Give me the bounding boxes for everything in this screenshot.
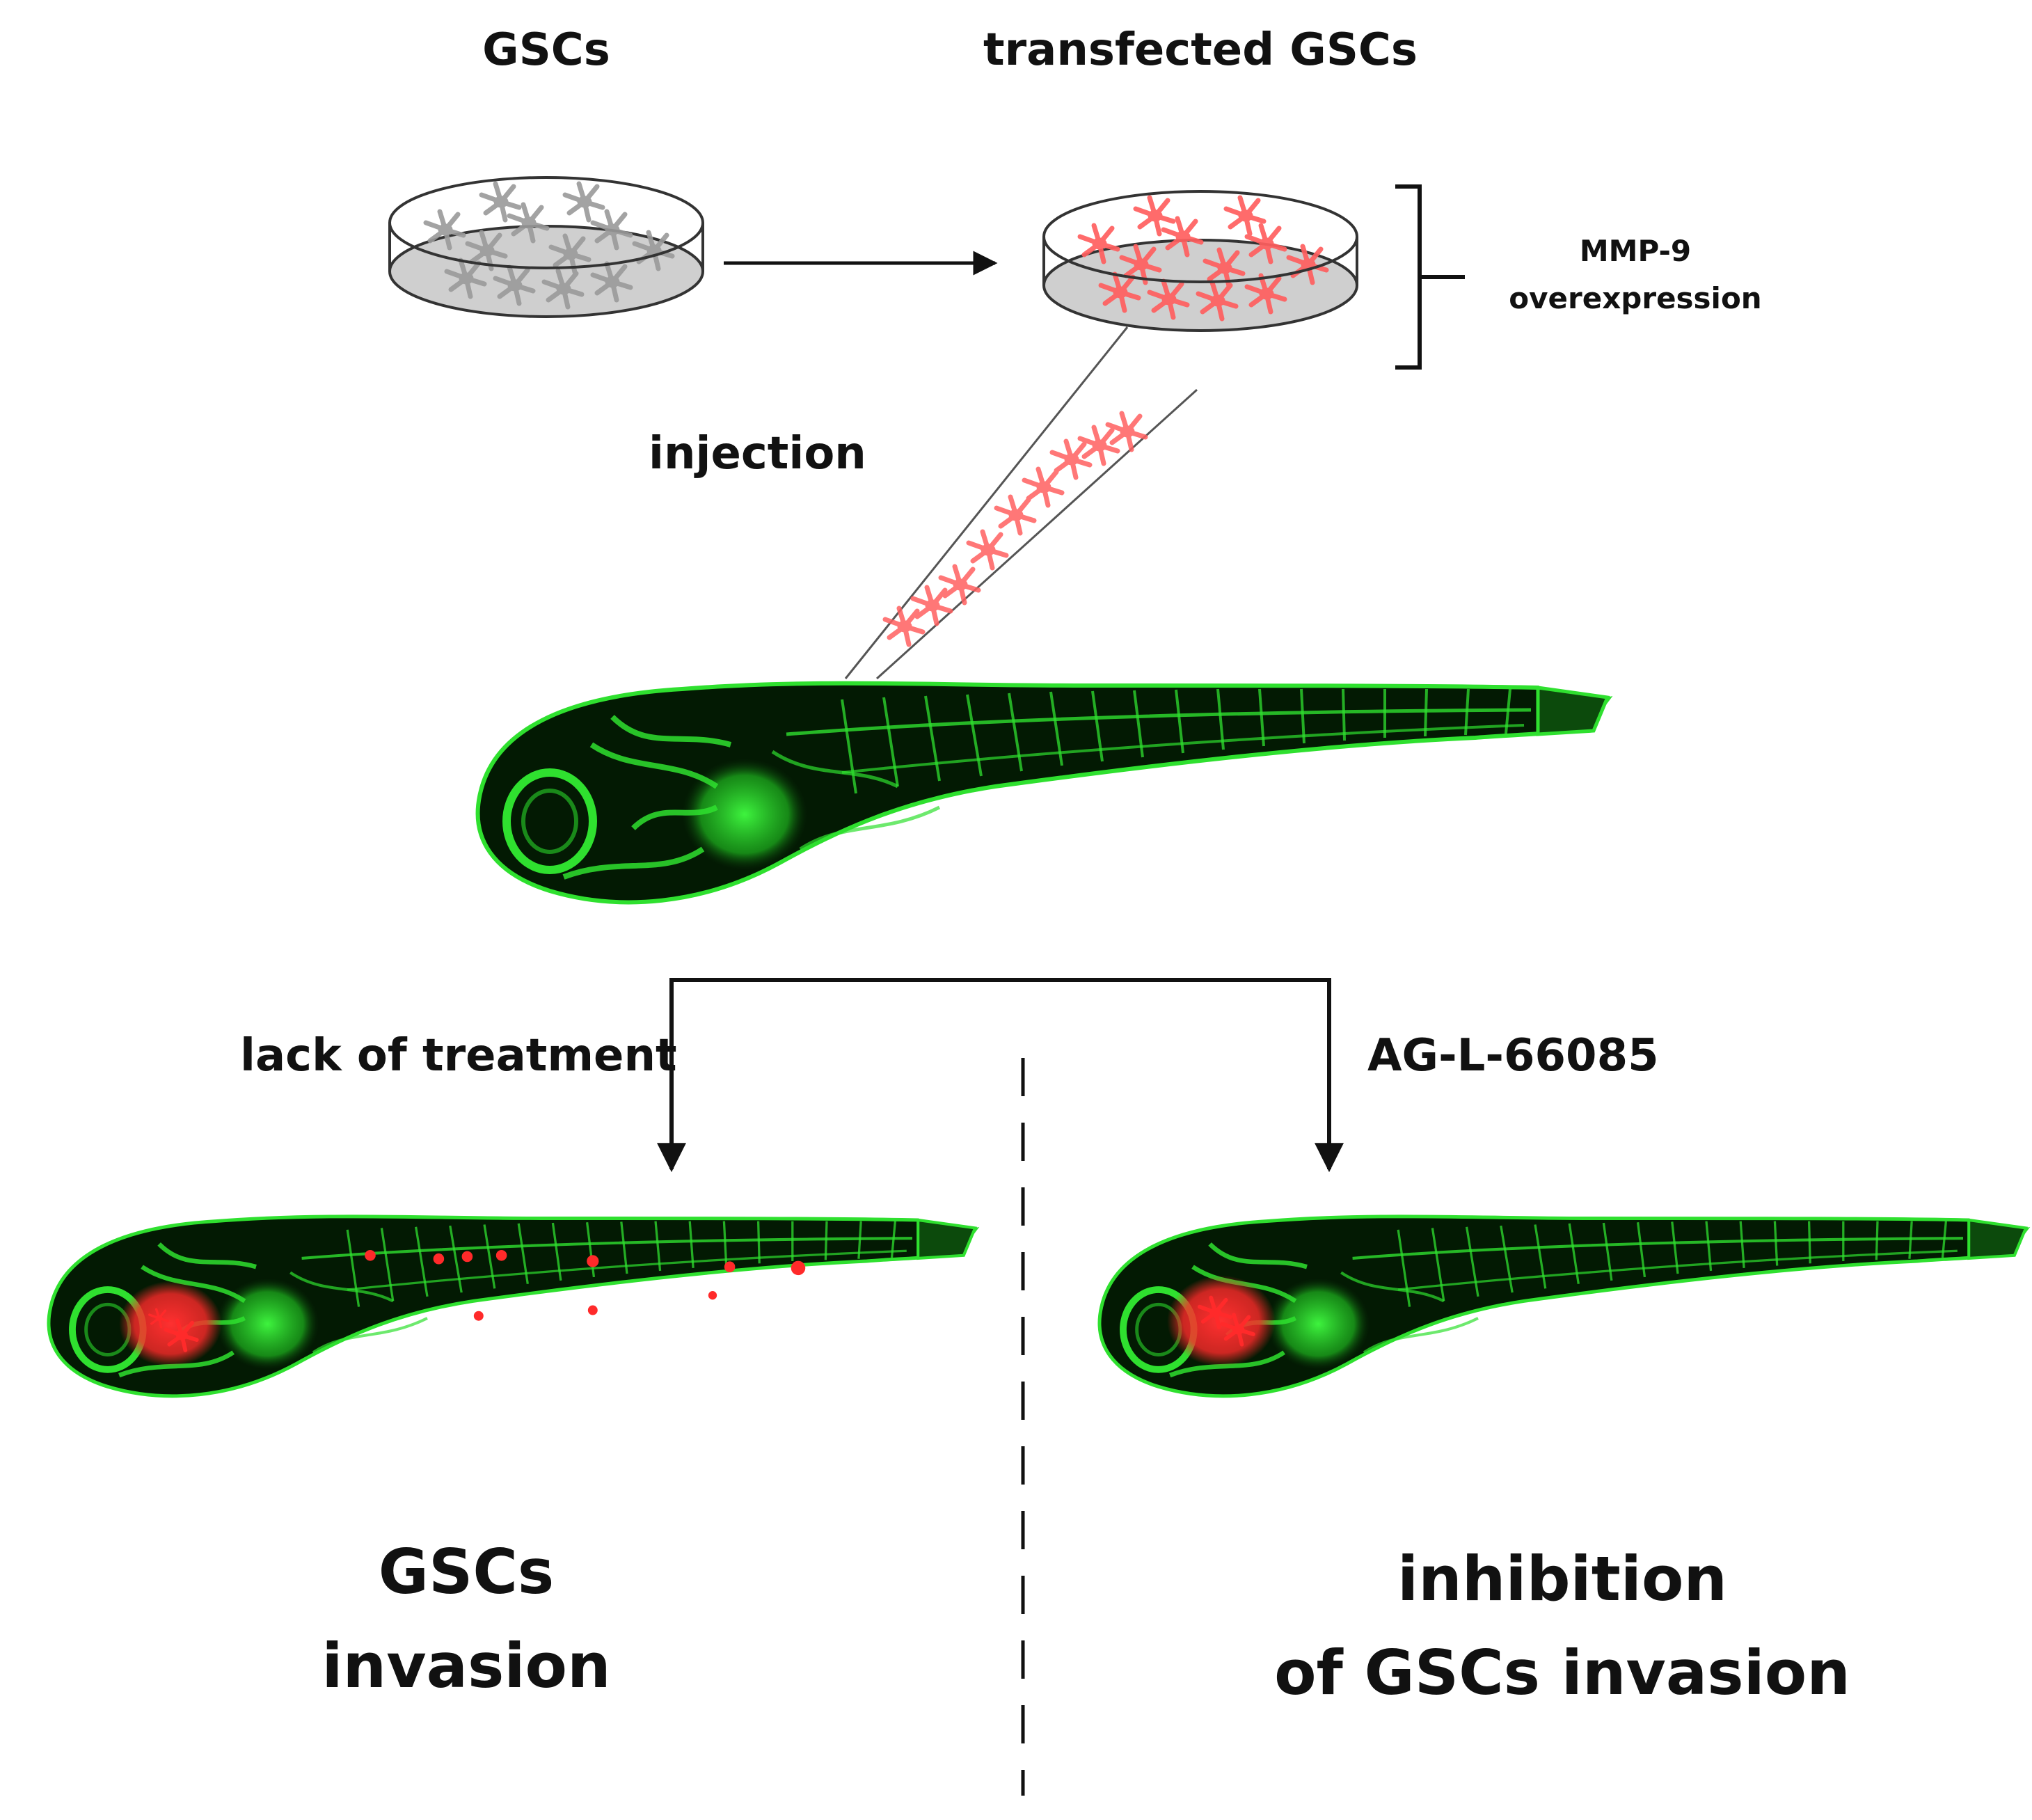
mmp9-bracket bbox=[1395, 184, 1465, 370]
label-outcome-of-gscs-invasion: of GSCs invasion bbox=[1274, 1637, 1850, 1709]
label-outcome-invasion: invasion bbox=[322, 1630, 611, 1702]
zebrafish-larva-treated bbox=[1100, 1217, 2026, 1396]
label-outcome-gscs: GSCs bbox=[378, 1536, 555, 1608]
zebrafish-larva-injected bbox=[478, 683, 1608, 903]
tumor-mass-contained bbox=[1167, 1275, 1276, 1367]
label-injection: injection bbox=[649, 428, 866, 480]
label-overexpression: overexpression bbox=[1509, 281, 1762, 315]
zebrafish-larva-untreated bbox=[49, 1217, 975, 1396]
label-gscs: GSCs bbox=[482, 24, 610, 76]
label-mmp9: MMP-9 bbox=[1579, 234, 1692, 268]
untreated-dish bbox=[388, 176, 704, 318]
label-lack-of-treatment: lack of treatment bbox=[240, 1030, 677, 1082]
transfected-dish bbox=[1042, 190, 1358, 332]
invading-cells bbox=[148, 1250, 806, 1350]
treatment-branch-arrows bbox=[657, 978, 1344, 1173]
label-transfected-gscs: transfected GSCs bbox=[983, 24, 1418, 76]
label-outcome-inhibition: inhibition bbox=[1397, 1543, 1728, 1615]
label-drug: AG-L-66085 bbox=[1367, 1030, 1659, 1082]
tumor-mass bbox=[119, 1281, 222, 1367]
injected-cells bbox=[885, 413, 1145, 644]
injection-needle bbox=[844, 326, 1198, 680]
